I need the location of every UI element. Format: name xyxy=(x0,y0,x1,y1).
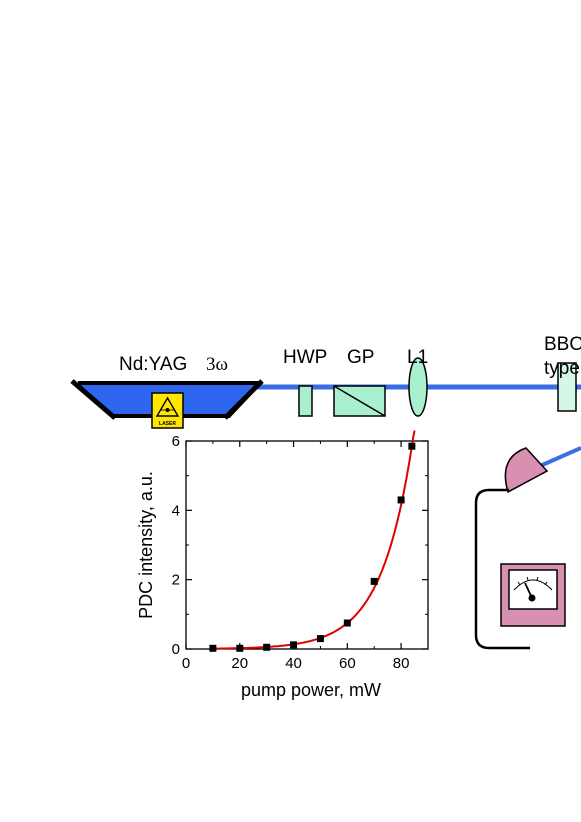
glan-prism xyxy=(333,385,386,417)
crystal-label-2: type xyxy=(544,358,580,379)
pdc-chart: 0 20 40 60 80 0 2 4 6 pump power, mW PDC intensi… xyxy=(136,430,429,700)
y-tick-label: 4 xyxy=(172,502,180,519)
bbo-crystal xyxy=(557,362,577,412)
detector-icon xyxy=(504,447,549,494)
lens-l1 xyxy=(408,357,428,417)
fit-curve xyxy=(212,430,416,650)
x-tick-label: 60 xyxy=(339,655,356,672)
y-tick-label: 6 xyxy=(172,433,180,450)
power-meter-icon xyxy=(500,563,566,627)
gp-label: GP xyxy=(347,347,374,368)
data-point xyxy=(408,442,416,450)
data-point xyxy=(236,644,244,652)
laser-warning-icon: LASER xyxy=(151,392,184,429)
pdc-beam xyxy=(539,446,581,468)
data-point xyxy=(263,643,271,651)
x-axis-label: pump power, mW xyxy=(241,680,381,700)
data-point xyxy=(290,641,298,649)
half-wave-plate xyxy=(298,385,313,417)
data-point xyxy=(316,635,324,643)
y-tick-label: 0 xyxy=(172,641,180,658)
laser-label: Nd:YAG xyxy=(119,354,187,375)
x-tick-label: 0 xyxy=(182,655,190,672)
lens-label: L1 xyxy=(407,347,428,368)
y-tick-label: 2 xyxy=(172,572,180,589)
detector-cable xyxy=(474,488,530,650)
laser-head: LASER xyxy=(70,379,264,429)
data-point xyxy=(397,496,405,504)
y-axis-label: PDC intensity, a.u. xyxy=(136,471,156,619)
data-point xyxy=(343,619,351,627)
crystal-label-1: BBO xyxy=(544,334,581,355)
x-tick-label: 80 xyxy=(393,655,410,672)
data-point xyxy=(370,577,378,585)
laser-sign-text: LASER xyxy=(159,421,176,427)
x-tick-label: 20 xyxy=(231,655,248,672)
data-point xyxy=(209,644,217,652)
hwp-label: HWP xyxy=(283,347,327,368)
x-tick-label: 40 xyxy=(285,655,302,672)
laser-harmonic-label: 3ω xyxy=(206,354,228,375)
